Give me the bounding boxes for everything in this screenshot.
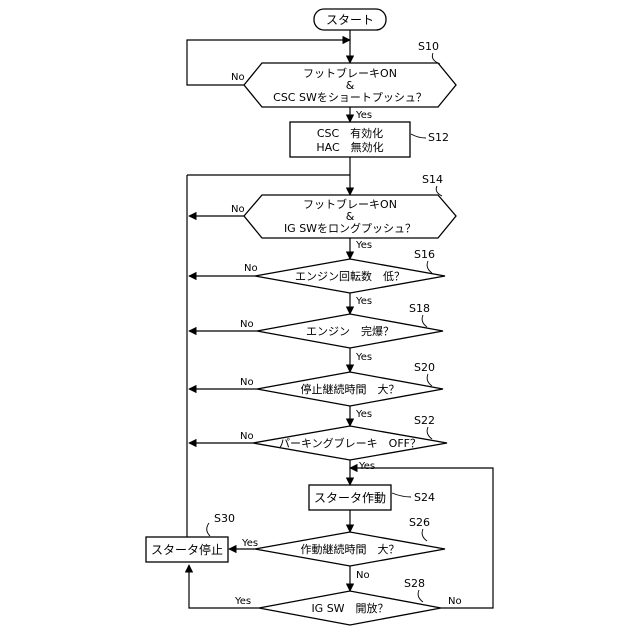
s22-no-label: No xyxy=(240,431,254,442)
s28-no-label: No xyxy=(448,596,462,607)
s14-step-id: S14 xyxy=(422,173,443,186)
s30-leader xyxy=(207,523,210,536)
s12-line-2: HAC 無効化 xyxy=(316,140,383,154)
s22-text: パーキングブレーキ OFF？ xyxy=(279,436,421,450)
s24-leader xyxy=(392,493,411,497)
s10-step-id: S10 xyxy=(418,40,439,53)
process-s12: CSC 有効化 HAC 無効化 xyxy=(290,122,410,157)
s26-yes-label: Yes xyxy=(241,538,258,549)
s16-no-label: No xyxy=(244,263,258,274)
decision-s26: 作動継続時間 大？ xyxy=(255,532,445,566)
s14-line-3: IG SWをロングプッシュ？ xyxy=(284,221,416,235)
s10-line-3: CSC SWをショートプッシュ？ xyxy=(273,91,427,104)
decision-s20: 停止継続時間 大？ xyxy=(257,372,443,406)
s30-step-id: S30 xyxy=(214,512,235,525)
s20-text: 停止継続時間 大？ xyxy=(301,382,400,396)
s14-no-label: No xyxy=(231,204,245,215)
s28-text: IG SW 開放？ xyxy=(311,601,388,615)
s28-yes-label: Yes xyxy=(234,596,251,607)
s24-step-id: S24 xyxy=(414,491,435,504)
s16-step-id: S16 xyxy=(414,248,435,261)
s14-yes-label: Yes xyxy=(355,240,372,251)
s12-step-id: S12 xyxy=(428,131,449,144)
s22-leader xyxy=(427,427,432,439)
s20-yes-label: Yes xyxy=(355,409,372,420)
s26-no-label: No xyxy=(356,570,370,581)
s18-step-id: S18 xyxy=(409,302,430,315)
s16-text: エンジン回転数 低？ xyxy=(295,270,405,283)
s30-text: スタータ停止 xyxy=(151,542,223,557)
s24-text: スタータ作動 xyxy=(314,491,386,505)
s26-text: 作動継続時間 大？ xyxy=(301,542,400,556)
s28-step-id: S28 xyxy=(404,577,425,590)
process-s30: スタータ停止 xyxy=(146,537,228,562)
decision-s10: フットブレーキON & CSC SWをショートプッシュ？ xyxy=(244,63,456,107)
s26-step-id: S26 xyxy=(409,516,430,529)
start-node: スタート xyxy=(314,9,386,30)
s12-leader xyxy=(411,134,426,138)
s22-yes-label: Yes xyxy=(358,461,375,472)
s18-no-label: No xyxy=(240,319,254,330)
decision-s28: IG SW 開放？ xyxy=(259,591,441,625)
s20-leader xyxy=(427,374,432,386)
s28-leader xyxy=(418,590,423,602)
s22-step-id: S22 xyxy=(414,414,435,427)
decision-s22: パーキングブレーキ OFF？ xyxy=(253,426,447,460)
s18-text: エンジン 完爆？ xyxy=(306,324,394,338)
process-s24: スタータ作動 xyxy=(309,485,391,510)
decision-s18: エンジン 完爆？ xyxy=(257,314,443,348)
s10-line-1: フットブレーキON xyxy=(303,66,397,80)
s10-no-label: No xyxy=(231,72,245,83)
s16-yes-label: Yes xyxy=(355,296,372,307)
decision-s16: エンジン回転数 低？ xyxy=(255,259,445,293)
decision-s14: フットブレーキON & IG SWをロングプッシュ？ xyxy=(244,195,456,238)
s14-line-1: フットブレーキON xyxy=(303,197,397,211)
s20-step-id: S20 xyxy=(414,361,435,374)
s20-no-label: No xyxy=(240,377,254,388)
s16-leader xyxy=(427,261,432,273)
s18-yes-label: Yes xyxy=(355,352,372,363)
s12-line-1: CSC 有効化 xyxy=(317,126,383,140)
s10-yes-label: Yes xyxy=(355,110,372,121)
start-label: スタート xyxy=(326,13,374,27)
s18-leader xyxy=(422,315,427,327)
s26-leader xyxy=(422,529,427,541)
